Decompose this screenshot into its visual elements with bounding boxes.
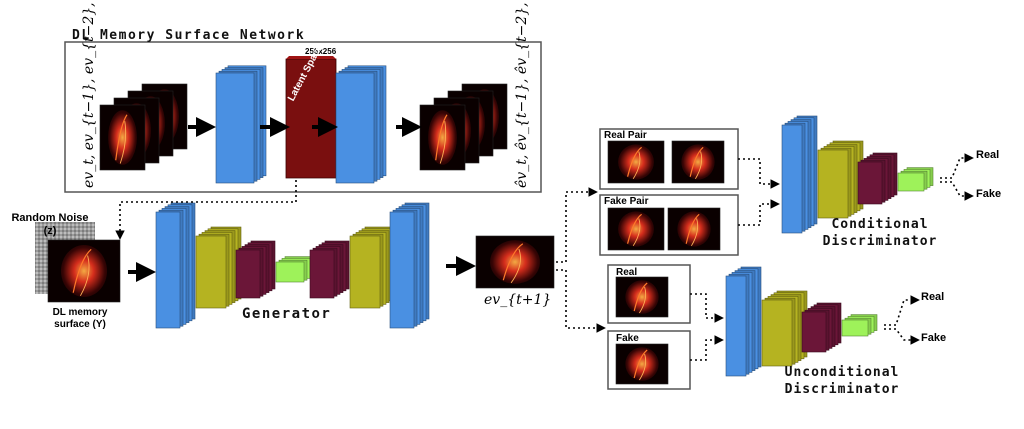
memory-surface-image <box>47 239 121 303</box>
cond-olive <box>817 140 864 219</box>
uncond-real-img <box>615 276 669 318</box>
uncond-green <box>841 314 878 337</box>
unconditional-discriminator-label: Unconditional Discriminator <box>784 365 900 397</box>
gen-enc-maroon <box>235 240 276 299</box>
real-pair-label: Real Pair <box>604 130 647 141</box>
next-event-label: ev_{t+1} <box>484 292 552 308</box>
generated-event-image <box>475 235 555 289</box>
latent-space-block <box>285 58 337 179</box>
input-sequence-label: ev_t, ev_{t−1}, ev_{t−2}, .... <box>81 0 97 188</box>
gen-to-unconditional-arrow <box>556 269 606 333</box>
real-pair-img-1 <box>607 140 665 184</box>
uncond-olive <box>761 290 808 367</box>
uncond-fake-img <box>615 343 669 385</box>
uncond-real-to-disc-arrow <box>690 293 724 323</box>
real-pair-img-2 <box>671 140 725 184</box>
random-noise-label: Random Noise (z) <box>11 212 89 237</box>
cond-fake-output: Fake <box>976 188 1002 200</box>
latent-to-noise-arrow <box>115 180 297 240</box>
cond-fake-out-arrow <box>940 181 974 201</box>
latent-space-top <box>286 56 336 59</box>
fake-pair-to-disc-arrow <box>738 199 780 226</box>
conditional-discriminator-label: Conditional Discriminator <box>822 217 938 249</box>
cond-maroon <box>857 152 898 205</box>
fake-pair-label: Fake Pair <box>604 196 649 207</box>
memory-network-box <box>64 41 542 193</box>
cond-real-out-arrow <box>940 153 974 179</box>
gen-dec-blue <box>389 202 430 329</box>
uncond-maroon <box>801 302 842 353</box>
uncond-real-label: Real <box>616 267 638 278</box>
memory-surface-label: DL memory surface (Y) <box>52 307 108 330</box>
generator-label: Generator <box>242 306 332 322</box>
uncond-real-output: Real <box>921 291 945 303</box>
fake-pair-img-2 <box>667 207 721 251</box>
uncond-fake-output: Fake <box>921 332 947 344</box>
cond-real-output: Real <box>976 149 1000 161</box>
encoder-slab <box>215 65 267 184</box>
real-pair-to-disc-arrow <box>738 158 780 189</box>
uncond-fake-to-disc-arrow <box>690 335 724 361</box>
fake-pair-img-1 <box>607 207 665 251</box>
cond-blue <box>781 115 818 234</box>
cond-green <box>897 167 934 192</box>
memory-network-title: DL Memory Surface Network <box>72 28 306 43</box>
gen-enc-olive <box>195 226 242 309</box>
output-sequence-label: êv_t, êv_{t−1}, êv_{t−2}, .... <box>514 0 530 188</box>
latent-size-label: 256x256 <box>305 47 337 56</box>
gen-to-conditional-arrow <box>556 187 598 263</box>
gen-enc-blue <box>155 202 196 329</box>
decoder-slab <box>335 65 387 184</box>
gen-dec-olive <box>349 226 396 309</box>
uncond-fake-out-arrow <box>884 328 920 345</box>
uncond-blue <box>725 266 762 377</box>
gen-bottleneck <box>275 256 314 283</box>
gen-dec-maroon <box>309 240 350 299</box>
uncond-fake-label: Fake <box>616 333 639 344</box>
uncond-real-out-arrow <box>884 295 920 326</box>
